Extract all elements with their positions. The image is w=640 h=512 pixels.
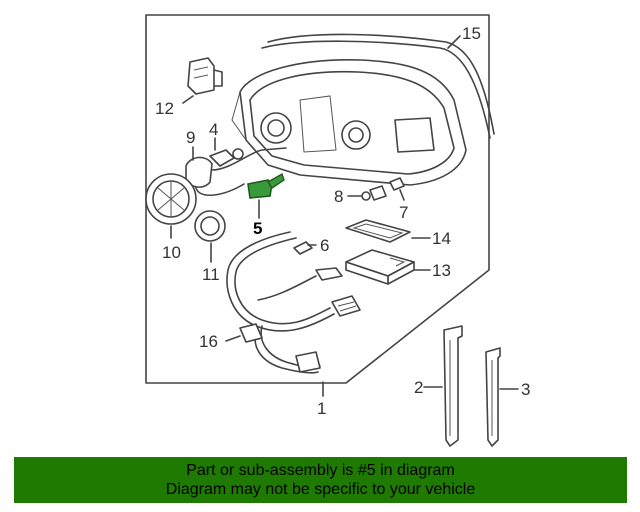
connector-12-part: [187, 57, 223, 95]
module-13-part: [345, 249, 415, 285]
callout-14: 14: [432, 229, 451, 248]
bulb-8-part: [361, 185, 387, 201]
bracket-3-part: [485, 347, 501, 447]
callout-labels: 15 12 4 9 5 10 11 8 7 14 13 6 16 2 3 1: [155, 24, 530, 418]
callout-6: 6: [320, 236, 329, 255]
callout-5: 5: [253, 219, 262, 238]
callout-2: 2: [414, 378, 423, 397]
callout-13: 13: [432, 261, 451, 280]
callout-8: 8: [334, 187, 343, 206]
parts-diagram: 15 12 4 9 5 10 11 8 7 14 13 6 16 2 3 1: [145, 14, 530, 447]
headlamp-housing-part: [231, 59, 467, 186]
callout-3: 3: [521, 380, 530, 399]
banner-line-disclaimer: Diagram may not be specific to your vehi…: [165, 481, 476, 498]
callout-1: 1: [317, 399, 326, 418]
callout-16: 16: [199, 332, 218, 351]
trim-strip-part: [261, 33, 495, 139]
callout-12: 12: [155, 99, 174, 118]
assembly-frame: [145, 14, 490, 384]
callout-7: 7: [399, 203, 408, 222]
part-5-highlighted: [247, 172, 285, 199]
callout-9: 9: [186, 128, 195, 147]
callout-4: 4: [209, 120, 218, 139]
leader-lines: [170, 35, 519, 397]
callout-10: 10: [162, 243, 181, 262]
banner-line-part-info: Part or sub-assembly is #5 in diagram: [186, 462, 455, 479]
callout-11: 11: [202, 265, 220, 284]
cap-11-part: [194, 210, 226, 242]
wiring-harness-16-part: [226, 231, 361, 374]
cover-10-part: [145, 173, 197, 225]
bulb-4-part: [209, 148, 244, 167]
bracket-2-part: [443, 325, 463, 447]
clip-7-part: [389, 177, 405, 191]
gasket-14-part: [345, 219, 411, 243]
callout-15: 15: [462, 24, 481, 43]
info-banner: Part or sub-assembly is #5 in diagram Di…: [14, 457, 627, 503]
bulb-6-part: [293, 241, 313, 255]
